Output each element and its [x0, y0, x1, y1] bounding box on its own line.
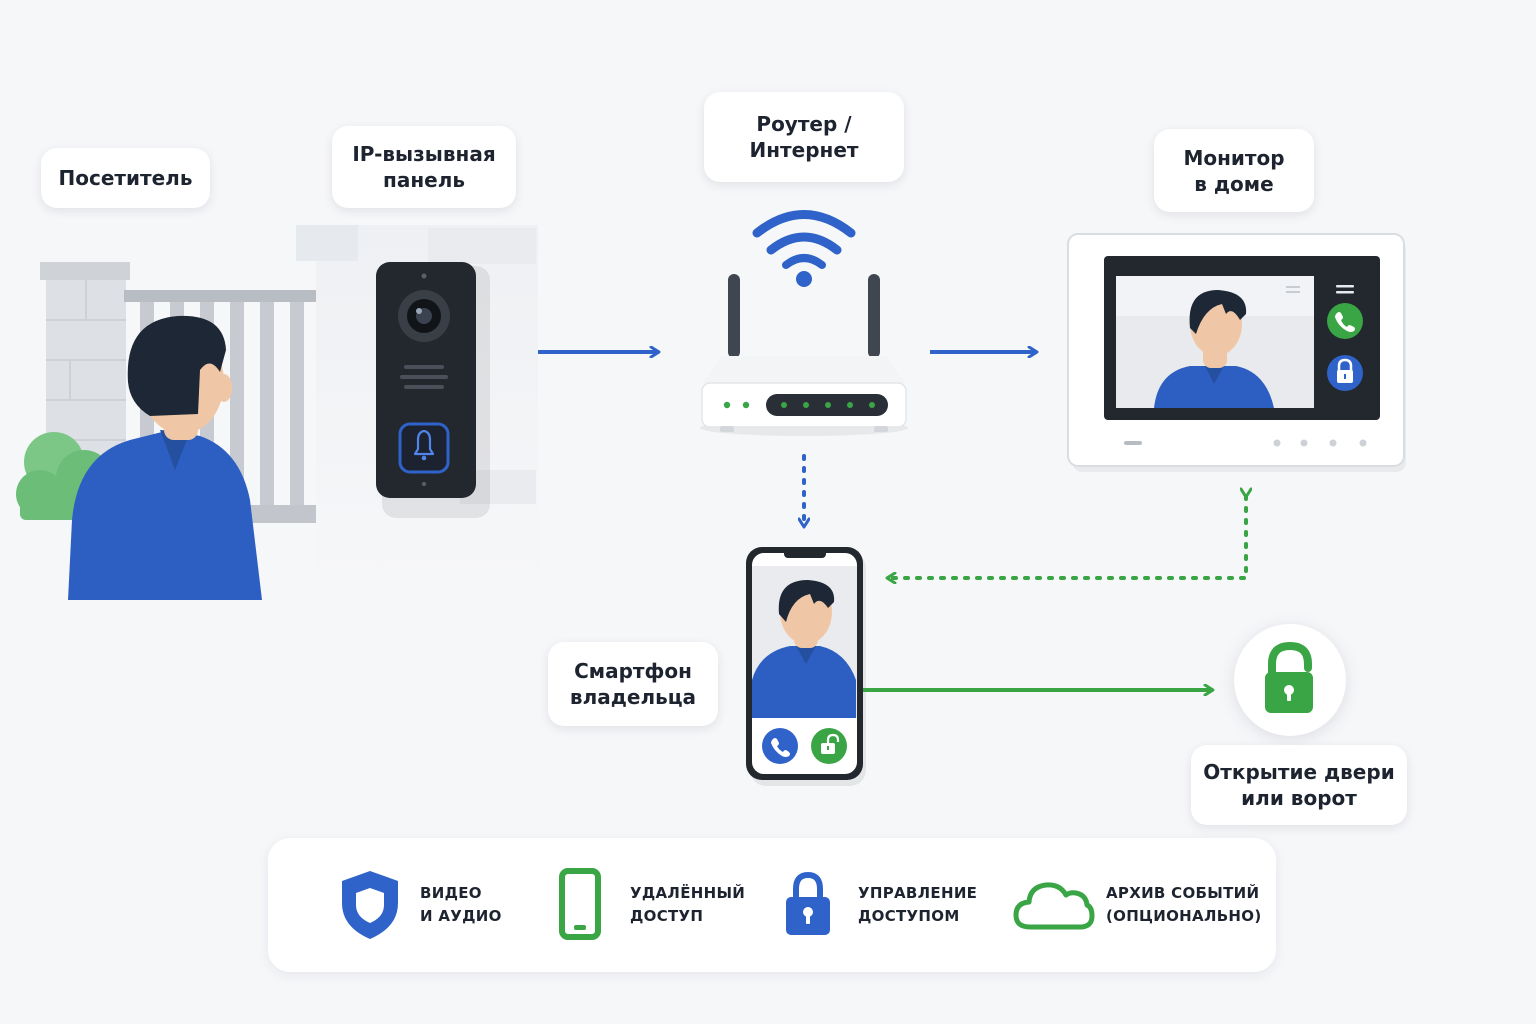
- label-smartphone-line1: Смартфон: [574, 659, 692, 683]
- home-monitor: [1067, 233, 1406, 472]
- ip-call-panel: [376, 262, 490, 518]
- feature-access-control-line1: УПРАВЛЕНИЕ: [858, 884, 978, 902]
- phone-person: [752, 580, 856, 718]
- arrow-monitor-to-phone: [888, 496, 1246, 578]
- features-bar: ВИДЕО И АУДИО УДАЛЁННЫЙ ДОСТУП УПРАВЛЕНИ: [268, 838, 1276, 972]
- label-door-line1: Открытие двери: [1203, 760, 1395, 784]
- wifi-icon: [752, 210, 856, 269]
- feature-event-archive-line2: (ОПЦИОНАЛЬНО): [1106, 907, 1262, 925]
- label-router-line2: Интернет: [749, 138, 859, 162]
- label-smartphone: Смартфон владельца: [548, 642, 718, 726]
- monitor-person: [1154, 290, 1274, 408]
- phone-icon: [1335, 312, 1355, 332]
- feature-remote-access: УДАЛЁННЫЙ ДОСТУП: [540, 838, 745, 972]
- visitor-figure: [68, 315, 262, 600]
- call-icon: [771, 738, 790, 757]
- lock-icon: [1337, 358, 1353, 383]
- feature-video-audio: ВИДЕО И АУДИО: [330, 838, 502, 972]
- open-padlock-icon: [1265, 641, 1313, 713]
- label-panel-line1: IP-вызывная: [352, 142, 496, 166]
- label-door: Открытие двери или ворот: [1191, 745, 1407, 825]
- label-monitor: Монитор в доме: [1154, 129, 1314, 212]
- unlock-icon: [821, 733, 840, 754]
- label-monitor-line2: в доме: [1194, 171, 1274, 196]
- smartphone-icon: [540, 865, 620, 945]
- feature-access-control-text: УПРАВЛЕНИЕ ДОСТУПОМ: [858, 882, 977, 928]
- feature-remote-access-line1: УДАЛЁННЫЙ: [630, 884, 746, 902]
- shield-icon: [330, 865, 410, 945]
- feature-access-control-line2: ДОСТУПОМ: [858, 907, 960, 925]
- bell-icon: [413, 429, 435, 461]
- label-monitor-line1: Монитор: [1183, 145, 1285, 170]
- feature-remote-access-text: УДАЛЁННЫЙ ДОСТУП: [630, 882, 745, 928]
- label-door-line2: или ворот: [1241, 786, 1357, 810]
- label-router-line1: Роутер /: [756, 112, 852, 136]
- feature-remote-access-line2: ДОСТУП: [630, 907, 704, 925]
- feature-video-audio-line2: И АУДИО: [420, 907, 502, 925]
- label-panel: IP-вызывная панель: [332, 126, 516, 208]
- feature-event-archive: АРХИВ СОБЫТИЙ (ОПЦИОНАЛЬНО): [1010, 838, 1262, 972]
- cloud-icon: [1010, 865, 1096, 945]
- lock-icon: [768, 865, 848, 945]
- feature-event-archive-line1: АРХИВ СОБЫТИЙ: [1106, 884, 1260, 902]
- feature-event-archive-text: АРХИВ СОБЫТИЙ (ОПЦИОНАЛЬНО): [1106, 882, 1262, 928]
- label-visitor: Посетитель: [41, 148, 210, 208]
- feature-video-audio-text: ВИДЕО И АУДИО: [420, 882, 502, 928]
- feature-access-control: УПРАВЛЕНИЕ ДОСТУПОМ: [768, 838, 977, 972]
- connectors: [538, 352, 1246, 690]
- label-visitor-text: Посетитель: [58, 166, 193, 190]
- label-router: Роутер / Интернет: [704, 92, 904, 182]
- owner-smartphone: [746, 547, 866, 786]
- label-panel-line2: панель: [383, 168, 465, 192]
- label-smartphone-line2: владельца: [569, 685, 697, 709]
- router-device: [700, 210, 908, 436]
- feature-video-audio-line1: ВИДЕО: [420, 884, 482, 902]
- door-unlock: [1234, 624, 1346, 736]
